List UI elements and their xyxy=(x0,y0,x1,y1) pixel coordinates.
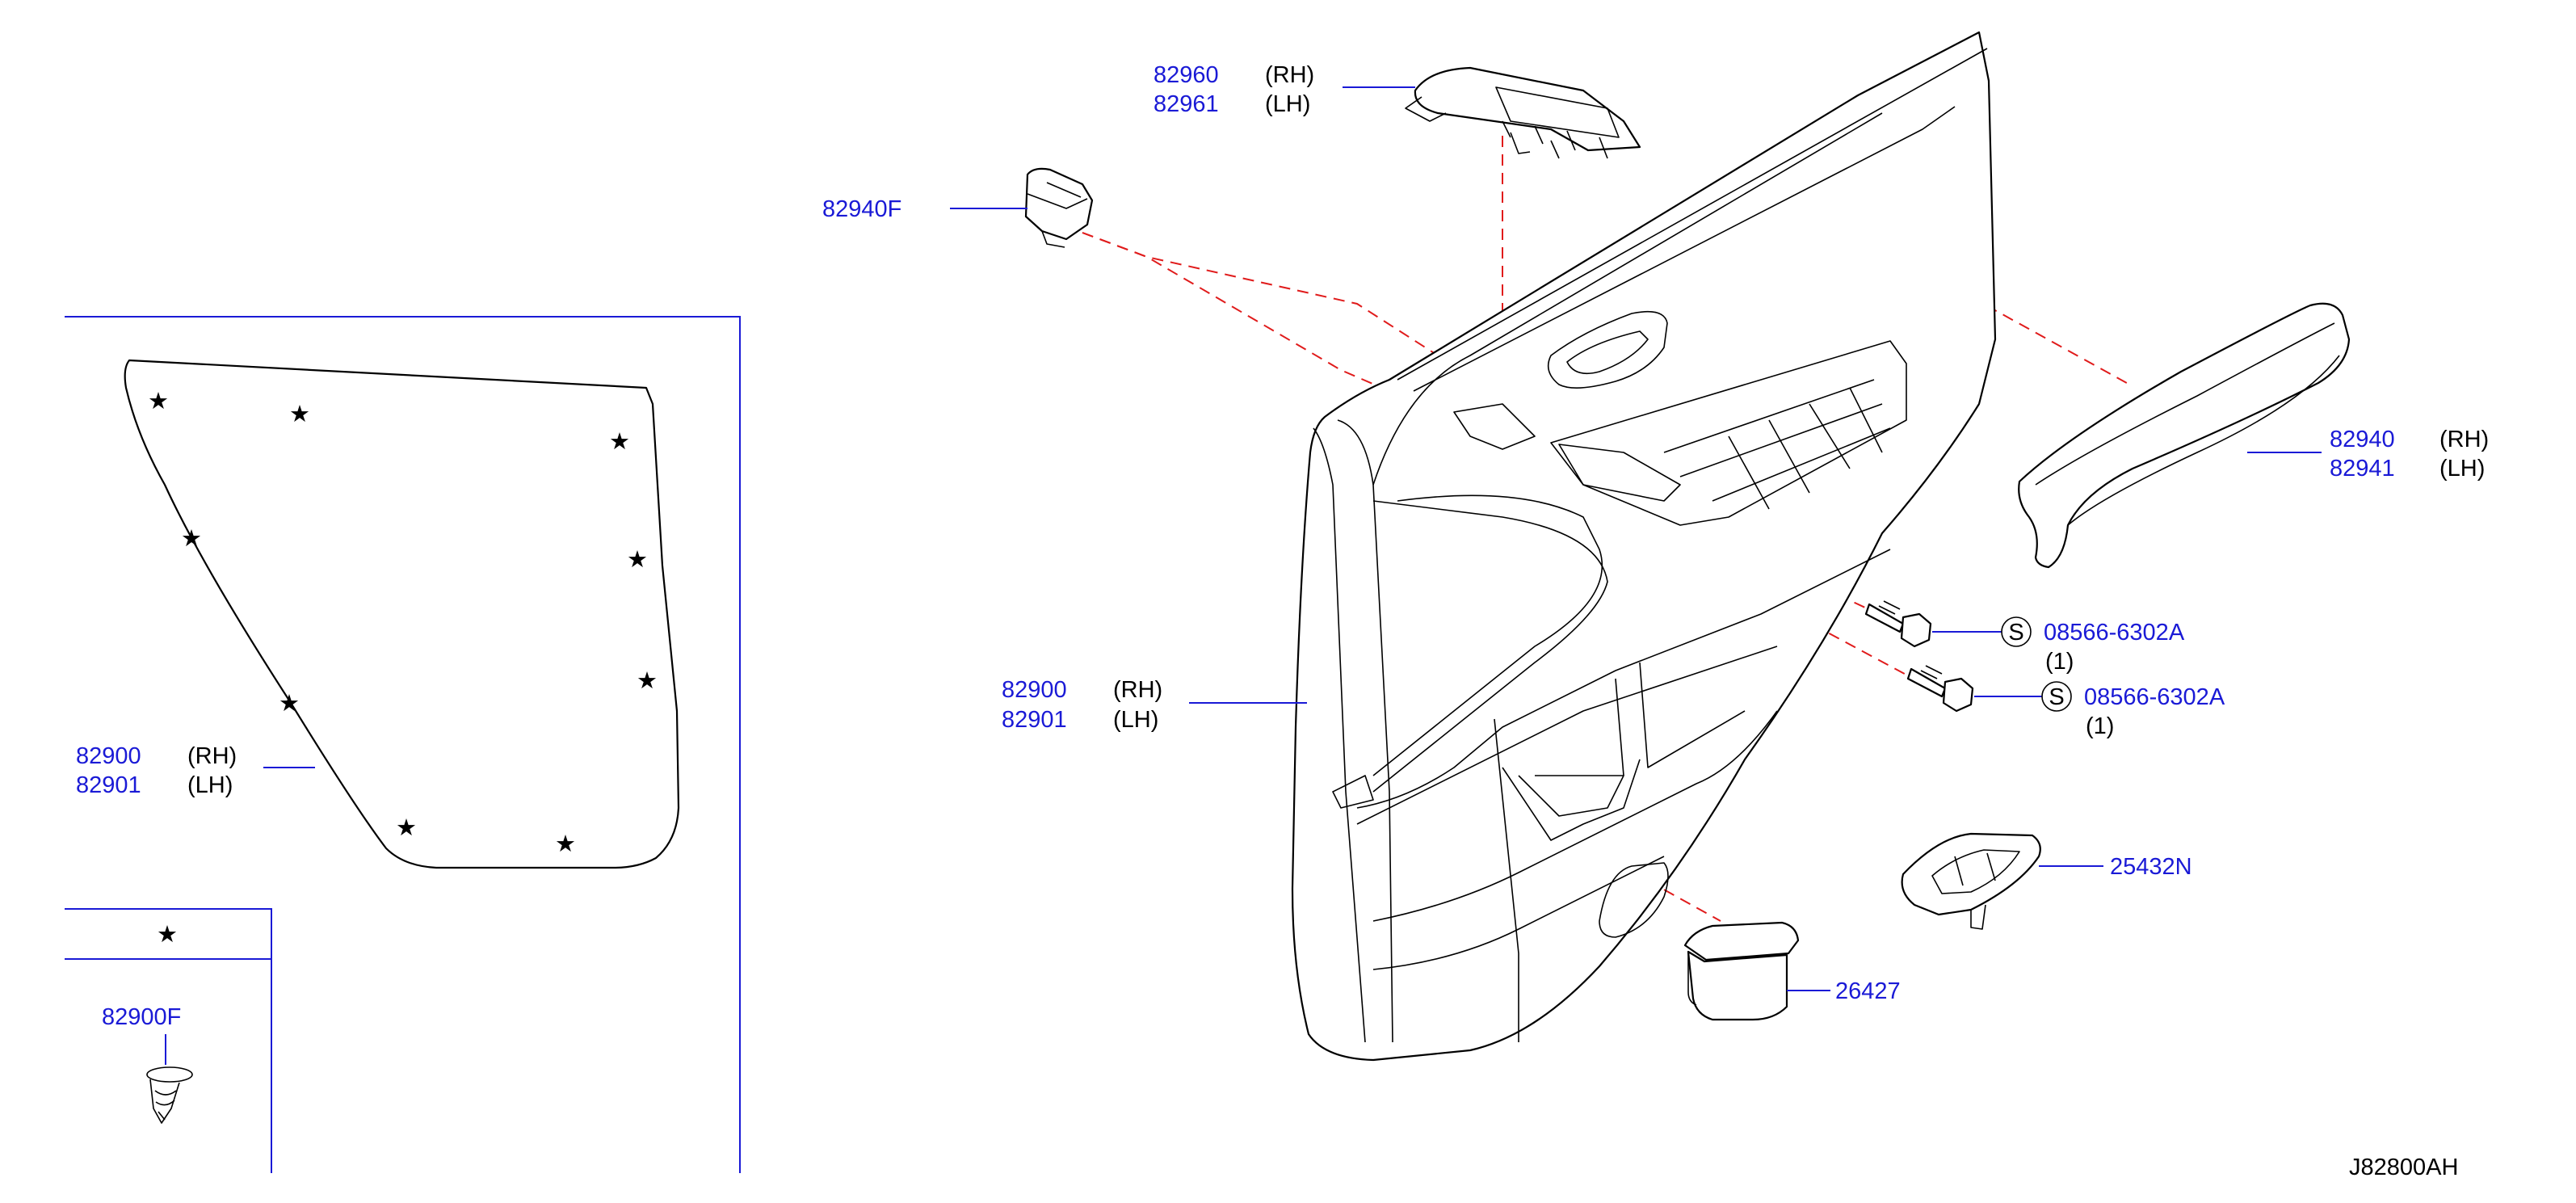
clip-marker-group: ★ ★ ★ ★ ★ ★ ★ ★ ★ xyxy=(148,389,658,857)
inset-frame xyxy=(65,316,741,1173)
callout-switch-bezel[interactable]: 25432N xyxy=(2039,854,2192,880)
clip-marker: ★ xyxy=(637,668,658,694)
callout-pull-handle[interactable]: 82960 (RH) 82961 (LH) xyxy=(1154,62,1415,117)
clip-marker: ★ xyxy=(627,547,648,573)
part-number-rh[interactable]: 82960 xyxy=(1154,62,1219,88)
screw-upper-part xyxy=(1864,600,1932,648)
side-label-rh: (RH) xyxy=(187,743,237,769)
standard-part-symbol xyxy=(2001,616,2032,647)
finisher-back-view xyxy=(124,359,680,869)
part-number[interactable]: 08566-6302A xyxy=(2044,620,2185,646)
side-label-lh: (LH) xyxy=(187,772,233,798)
clip-marker: ★ xyxy=(181,526,202,552)
clip-marker: ★ xyxy=(555,831,576,857)
side-label-lh: (LH) xyxy=(1265,91,1310,117)
side-label-rh: (RH) xyxy=(1113,677,1162,703)
part-number-rh[interactable]: 82900 xyxy=(76,743,141,769)
part-number[interactable]: 82940F xyxy=(822,196,901,222)
standard-part-letter: S xyxy=(2008,620,2023,646)
door-trim-panel xyxy=(1291,31,1997,1062)
side-label-rh: (RH) xyxy=(2439,427,2489,452)
callout-clip[interactable]: 82900F xyxy=(102,1004,181,1065)
diagram-code: J82800AH xyxy=(2349,1155,2458,1180)
side-label-rh: (RH) xyxy=(1265,62,1314,88)
side-label-lh: (LH) xyxy=(1113,707,1158,733)
fastener-part xyxy=(1024,167,1094,248)
switch-bezel-part xyxy=(1901,832,2041,930)
callout-lamp[interactable]: 26427 xyxy=(1787,978,1901,1004)
callout-armrest[interactable]: 82940 (RH) 82941 (LH) xyxy=(2247,427,2489,482)
clip-marker: ★ xyxy=(396,815,417,841)
callout-screw-lower[interactable]: S 08566-6302A (1) xyxy=(1974,681,2225,739)
clip-icon xyxy=(146,1066,193,1124)
standard-part-letter: S xyxy=(2049,684,2064,710)
side-label-lh: (LH) xyxy=(2439,456,2485,482)
clip-marker: ★ xyxy=(148,389,169,414)
clip-marker: ★ xyxy=(289,402,310,427)
quantity-label: (1) xyxy=(2045,649,2074,675)
standard-part-symbol xyxy=(2041,681,2072,712)
part-number[interactable]: 08566-6302A xyxy=(2084,684,2225,710)
screw-lower-part xyxy=(1906,665,1974,713)
pull-handle-part xyxy=(1405,66,1641,159)
legend-star-symbol: ★ xyxy=(157,922,178,948)
part-number-lh[interactable]: 82901 xyxy=(1002,707,1067,733)
clip-marker: ★ xyxy=(609,429,630,455)
part-number-lh[interactable]: 82961 xyxy=(1154,91,1219,117)
part-number[interactable]: 26427 xyxy=(1835,978,1901,1004)
clip-marker: ★ xyxy=(279,691,300,717)
part-number[interactable]: 82900F xyxy=(102,1004,181,1030)
part-number-lh[interactable]: 82941 xyxy=(2330,456,2395,482)
part-number-lh[interactable]: 82901 xyxy=(76,772,141,798)
quantity-label: (1) xyxy=(2086,713,2114,739)
lamp-part xyxy=(1683,921,1800,1021)
callout-finisher-inset[interactable]: 82900 (RH) 82901 (LH) xyxy=(76,743,315,798)
part-number-rh[interactable]: 82940 xyxy=(2330,427,2395,452)
part-number-rh[interactable]: 82900 xyxy=(1002,677,1067,703)
armrest-part xyxy=(2018,302,2351,569)
callout-finisher-main[interactable]: 82900 (RH) 82901 (LH) xyxy=(1002,677,1307,733)
part-number[interactable]: 25432N xyxy=(2110,854,2192,880)
callout-fastener[interactable]: 82940F xyxy=(822,196,1027,222)
callout-screw-upper[interactable]: S 08566-6302A (1) xyxy=(1932,616,2185,675)
